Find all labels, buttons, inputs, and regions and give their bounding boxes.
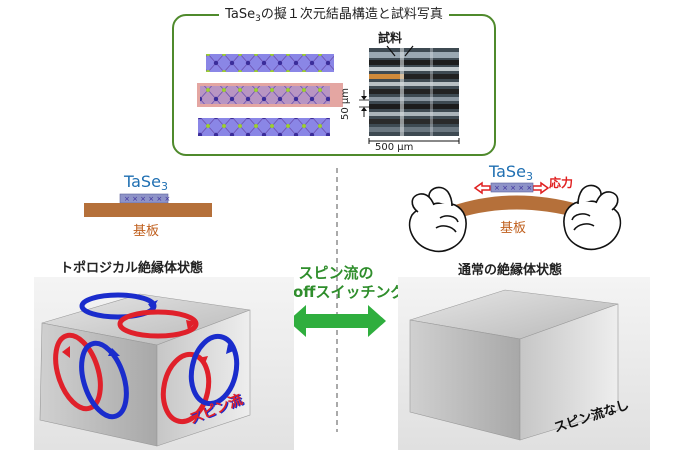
top-panel-title: TaSe3の擬１次元結晶構造と試料写真 (172, 3, 496, 24)
crystal-row-middle (197, 83, 343, 107)
left-material-label: TaSe3 (124, 172, 168, 193)
right-substrate-label: 基板 (500, 221, 527, 236)
left-hand (408, 186, 467, 252)
svg-text:× × × × ×: × × × × × (494, 184, 532, 192)
crystal-row-bottom (198, 118, 330, 136)
stress-label: 応力 (549, 176, 574, 190)
switch-label-line2: on/offスイッチング (266, 283, 406, 301)
right-hand (563, 184, 622, 250)
right-material-label: TaSe3 (489, 162, 533, 183)
normal-insulator-title: 通常の絶縁体状態 (458, 263, 563, 278)
left-substrate-label: 基板 (133, 224, 160, 239)
scale-500um: 500 μm (375, 142, 414, 153)
sample-label: 試料 (378, 31, 403, 45)
switch-label-line1: スピン流の (298, 264, 374, 282)
sample-photo (369, 48, 459, 136)
svg-text:× × × × × ×: × × × × × × (124, 195, 170, 203)
crystal-row-top (206, 54, 334, 72)
topological-insulator-title: トポロジカル絶縁体状態 (60, 261, 204, 276)
